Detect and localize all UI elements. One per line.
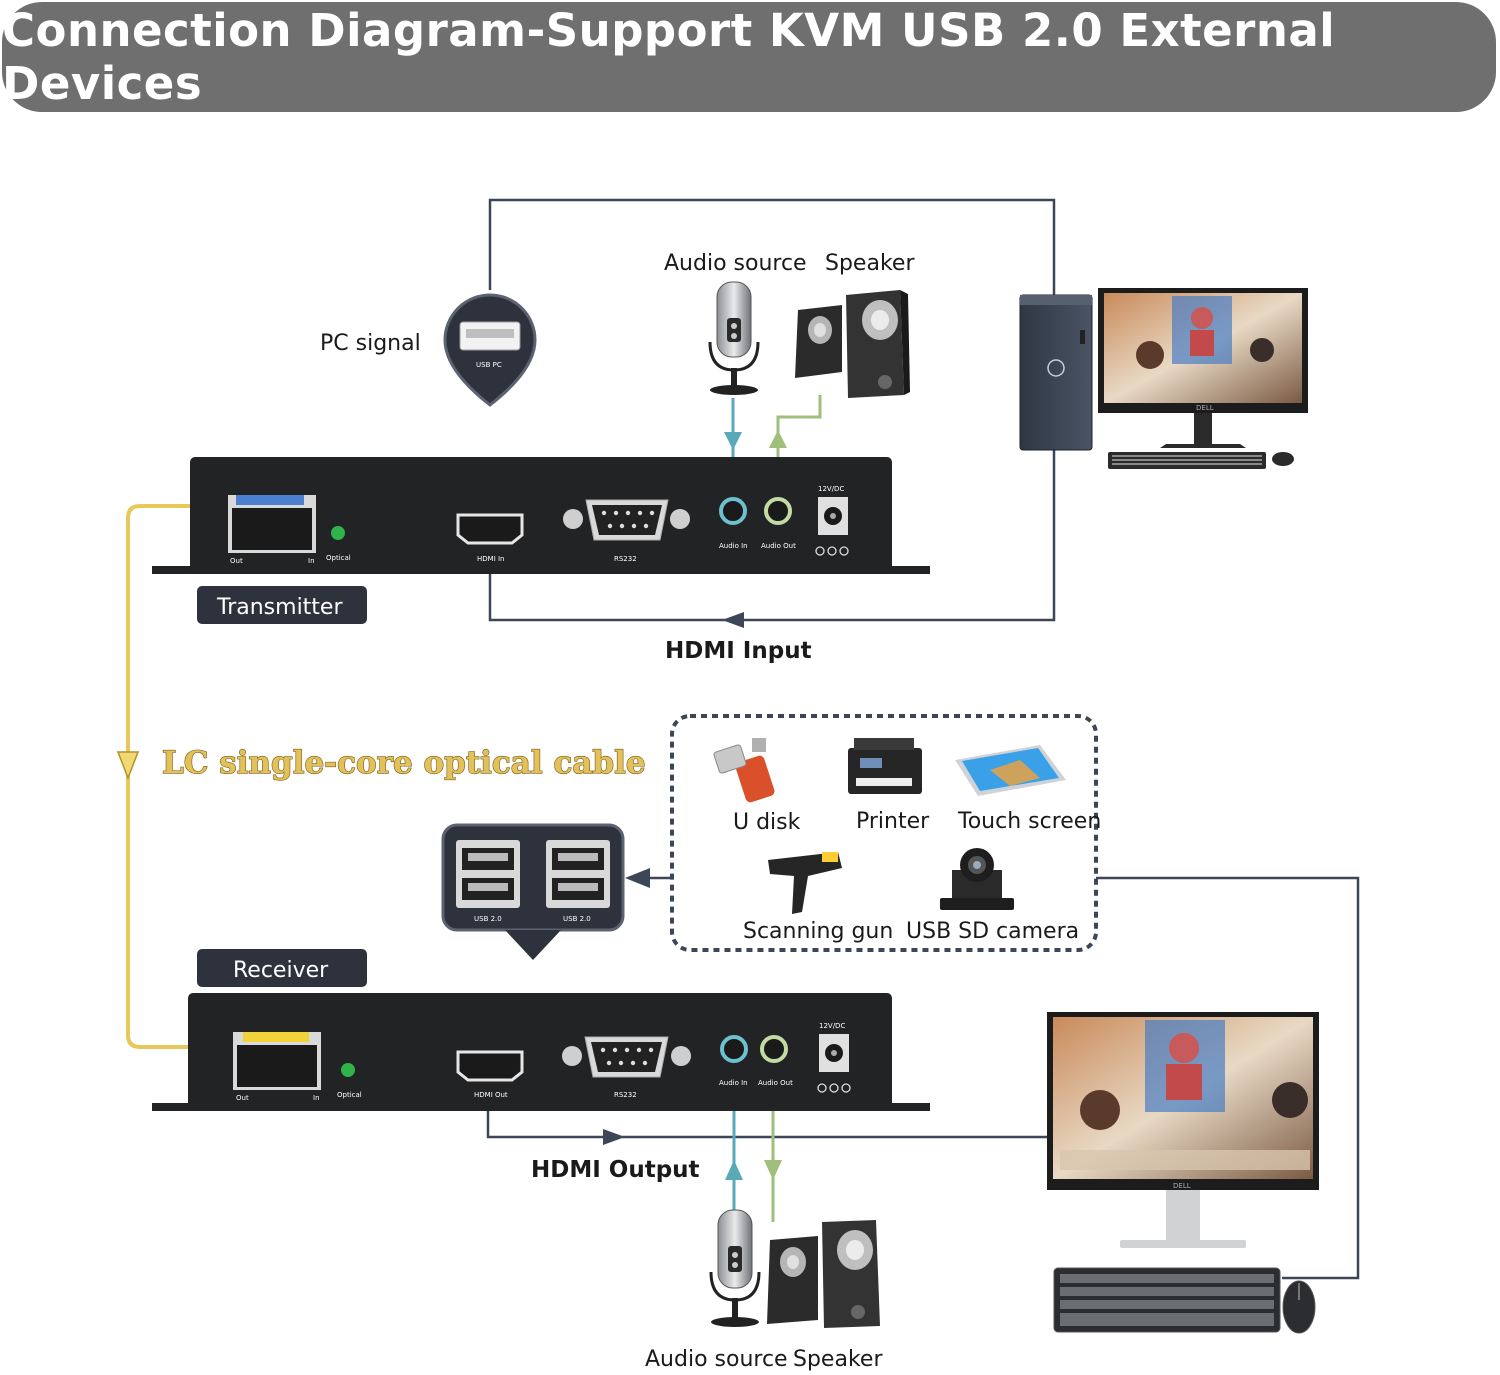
audio-in-jack-icon — [719, 497, 747, 525]
tablet-icon — [955, 745, 1066, 796]
pc-tower-icon — [1019, 294, 1093, 451]
rx-rs232-label: RS232 — [614, 1091, 637, 1099]
hdmi-input-label: HDMI Input — [665, 638, 812, 664]
transmitter-tag: Transmitter — [197, 586, 367, 624]
optical-cable — [116, 504, 268, 1049]
usb-devices-line — [625, 868, 1360, 1280]
tx-audio-out-label: Audio Out — [761, 542, 796, 550]
microphone-icon — [708, 281, 760, 395]
tx-optical: Optical — [326, 554, 351, 562]
page-title: Connection Diagram-Support KVM USB 2.0 E… — [2, 4, 1336, 110]
bottom-speaker-label: Speaker — [793, 1347, 883, 1372]
hdmi-output-label: HDMI Output — [531, 1157, 700, 1183]
top-speaker-label: Speaker — [825, 251, 915, 276]
usb-dual-port-icon — [456, 840, 520, 908]
tx-hdmi-label: HDMI In — [477, 555, 504, 563]
usb-hub-arrow — [625, 868, 650, 888]
rx-power-label: 12V/DC — [819, 1022, 845, 1030]
mouse-icon — [1282, 1280, 1316, 1334]
rx-hdmi-label: HDMI Out — [474, 1091, 508, 1099]
printer-icon — [848, 738, 922, 794]
audio-in-jack-icon — [720, 1035, 748, 1063]
hdmi-input-line — [488, 450, 1056, 628]
transmitter-device: Out In Optical HDMI In RS232 Audio In Au… — [152, 457, 930, 574]
optical-led-icon — [341, 1063, 355, 1077]
yellow-lc-connector — [243, 1032, 309, 1042]
tx-port-out: Out — [230, 557, 243, 565]
hdmi-port-icon — [456, 1050, 524, 1082]
rx-optical: Optical — [337, 1091, 362, 1099]
hdmi-port-icon — [456, 513, 524, 545]
usb-pc-port-label: USB PC — [476, 361, 502, 369]
transmitter-tag-label: Transmitter — [216, 595, 343, 620]
microphone-icon — [709, 1209, 761, 1327]
pc-signal-label: PC signal — [320, 331, 421, 356]
usb-device-label: USB SD camera — [906, 919, 1079, 944]
usb-devices-box: U disk Printer Touch screen Scanning gun… — [670, 714, 1101, 952]
speaker-icon — [767, 1220, 880, 1328]
barcode-scanner-icon — [768, 852, 842, 914]
tx-power-label: 12V/DC — [818, 485, 844, 493]
speaker-icon — [795, 290, 910, 398]
optical-led-icon — [331, 526, 345, 540]
usb-device-label: Printer — [856, 809, 930, 834]
tx-rs232-label: RS232 — [614, 555, 637, 563]
mouse-icon — [1272, 452, 1294, 466]
bottom-audio-source-label: Audio source — [645, 1347, 788, 1372]
usb-flash-drive-icon — [713, 738, 775, 803]
hdmi-input-arrow — [722, 612, 744, 628]
optical-arrow — [116, 751, 140, 781]
rx-port-in: In — [313, 1094, 320, 1102]
title-banner: Connection Diagram-Support KVM USB 2.0 E… — [2, 2, 1496, 112]
tx-port-in: In — [308, 557, 315, 565]
rx-port-out: Out — [236, 1094, 249, 1102]
pc-signal-line — [488, 198, 1056, 300]
receiver-tag-label: Receiver — [233, 958, 329, 983]
usb-hub-callout: USB 2.0 USB 2.0 — [441, 823, 625, 960]
blue-lc-connector — [236, 495, 304, 505]
polarity-icon — [817, 1083, 851, 1093]
receiver-device: Out In Optical HDMI Out RS232 Audio In A… — [152, 993, 930, 1111]
usb-dual-port-icon — [546, 840, 610, 908]
bottom-monitor-brand: DELL — [1173, 1182, 1191, 1190]
bottom-monitor-icon: DELL — [1047, 1012, 1319, 1248]
hdmi-output-arrow — [603, 1129, 625, 1145]
usb-device-label: Touch screen — [957, 809, 1101, 834]
usb-port2-label: USB 2.0 — [563, 915, 591, 923]
receiver-tag: Receiver — [197, 949, 367, 987]
top-monitor-icon: DELL — [1098, 288, 1308, 469]
rx-audio-out-label: Audio Out — [758, 1079, 793, 1087]
optical-cable-label: LC single-core optical cable — [162, 745, 646, 781]
usb-device-label: U disk — [733, 810, 801, 835]
audio-out-jack-icon — [764, 497, 792, 525]
polarity-icon — [815, 546, 849, 556]
ptz-camera-icon — [940, 848, 1014, 910]
usb-port1-label: USB 2.0 — [474, 915, 502, 923]
keyboard-icon — [1053, 1267, 1281, 1333]
tx-audio-in-label: Audio In — [719, 542, 748, 550]
usb-pc-port-callout: USB PC — [443, 293, 537, 407]
top-monitor-brand: DELL — [1196, 404, 1214, 412]
usb-device-label: Scanning gun — [743, 919, 893, 944]
rx-audio-in-label: Audio In — [719, 1079, 748, 1087]
audio-out-jack-icon — [760, 1035, 788, 1063]
top-audio-source-label: Audio source — [664, 251, 807, 276]
